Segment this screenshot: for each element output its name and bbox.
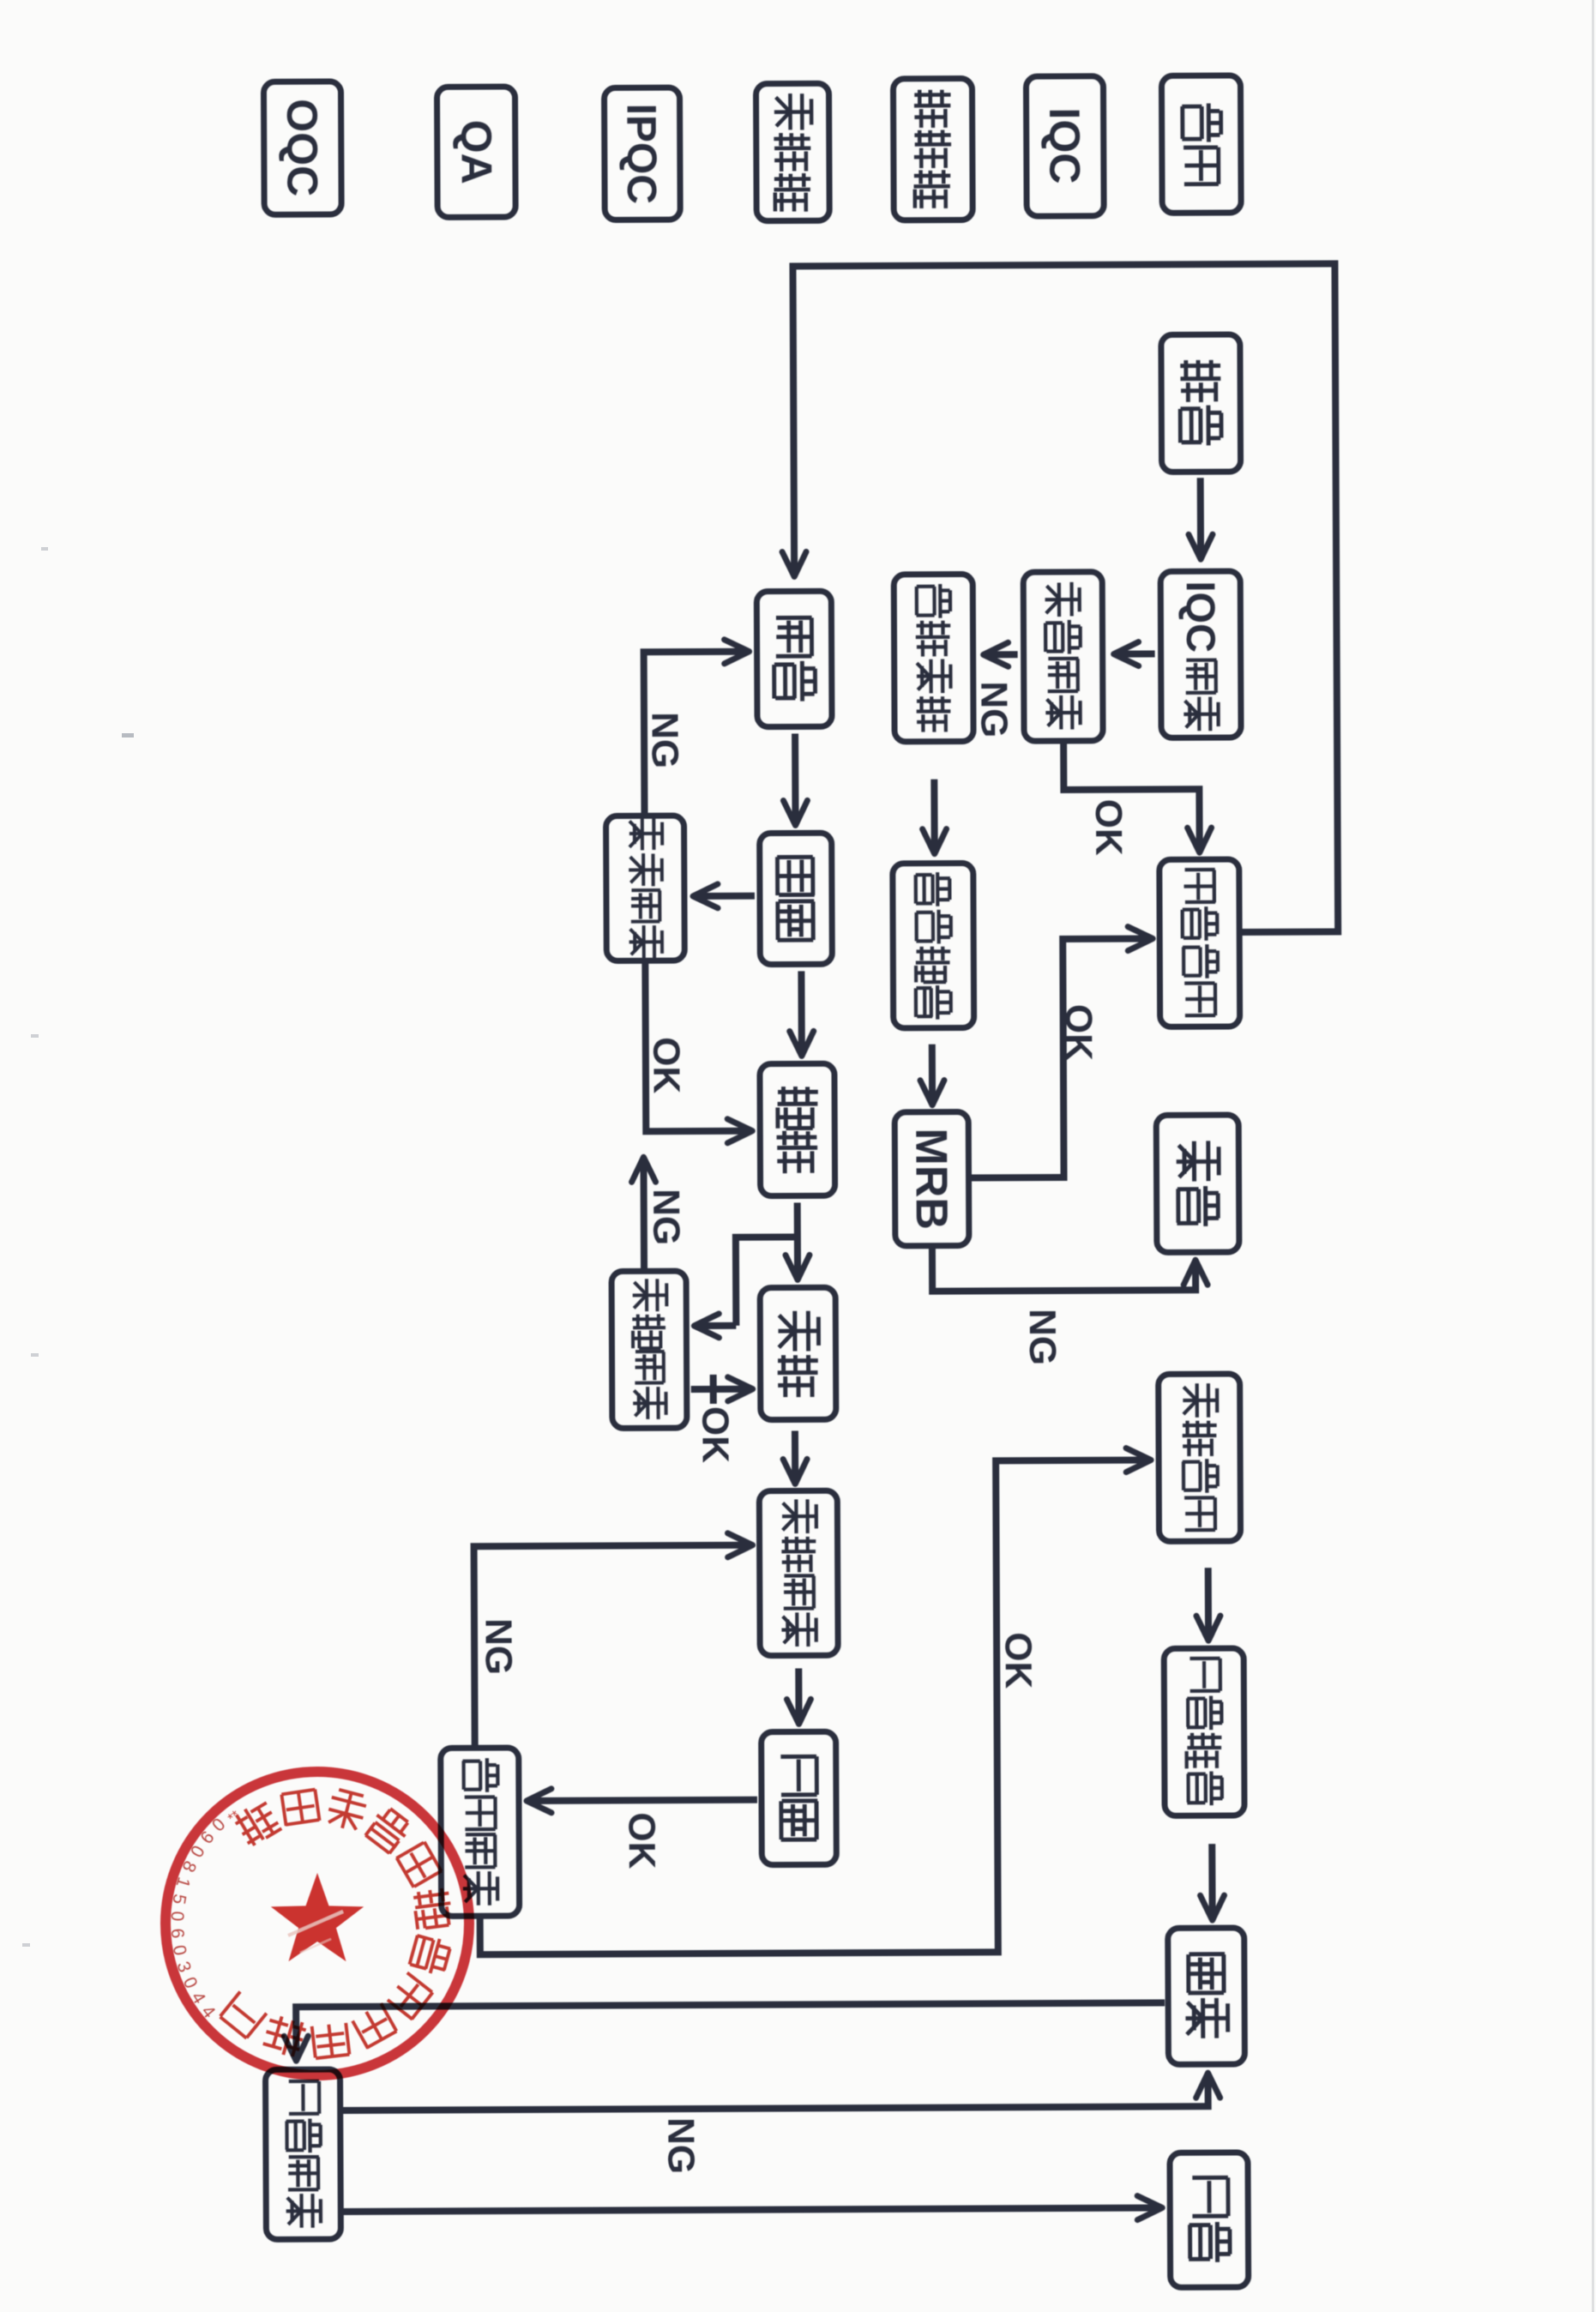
svg-text:0: 0 (169, 1943, 190, 1957)
svg-text:OK: OK (1057, 1004, 1099, 1061)
svg-text:OK: OK (645, 1037, 687, 1093)
svg-text:MRB: MRB (906, 1128, 956, 1230)
svg-text:NG: NG (1021, 1309, 1063, 1365)
svg-text:OK: OK (1087, 799, 1129, 856)
svg-text:OK: OK (694, 1406, 736, 1463)
svg-text:NG: NG (659, 2117, 702, 2174)
svg-text:NG: NG (478, 1618, 520, 1675)
svg-text:0: 0 (167, 1911, 188, 1922)
svg-text:5: 5 (168, 1893, 190, 1906)
svg-text:OK: OK (997, 1632, 1039, 1689)
svg-text:IQC: IQC (1040, 107, 1088, 184)
svg-text:QA: QA (452, 120, 500, 184)
svg-text:OQC: OQC (278, 99, 327, 196)
svg-text:NG: NG (973, 681, 1015, 738)
svg-text:NG: NG (645, 1189, 687, 1245)
svg-text:IPQC: IPQC (618, 104, 665, 205)
svg-text:IQC: IQC (1178, 581, 1224, 653)
svg-text:OK: OK (621, 1812, 663, 1869)
svg-text:NG: NG (644, 712, 686, 768)
svg-text:6: 6 (167, 1928, 188, 1939)
